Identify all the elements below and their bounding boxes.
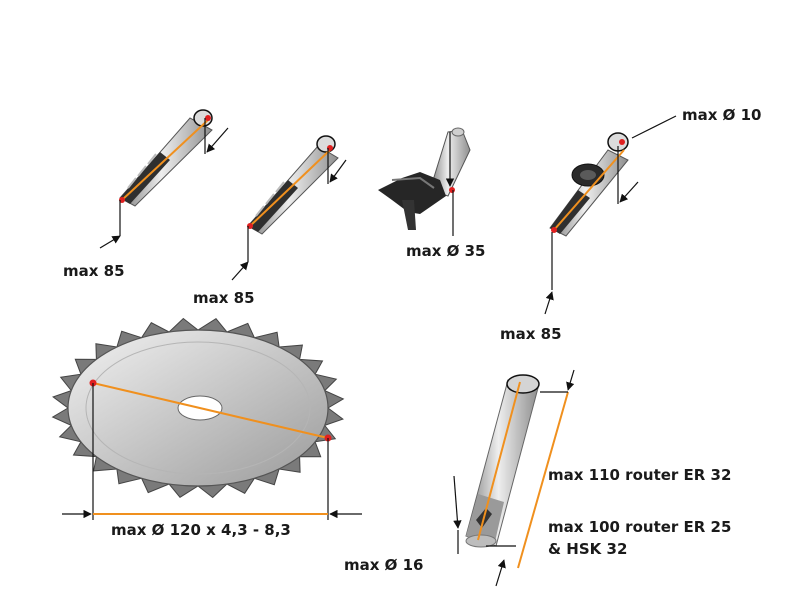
router-hsk32-label: & HSK 32 xyxy=(548,540,628,558)
drill-2-length-label: max 85 xyxy=(193,289,255,307)
drill-1-dimension xyxy=(99,115,229,249)
saw-blade-size-label: max Ø 120 x 4,3 - 8,3 xyxy=(111,521,291,539)
countersink-dimension xyxy=(544,115,677,315)
countersink-length-label: max 85 xyxy=(500,325,562,343)
drill-2-dimension xyxy=(231,145,347,281)
router-dimension xyxy=(453,369,575,587)
router-bit-icon xyxy=(465,374,540,548)
hinge-diameter-label: max Ø 35 xyxy=(406,242,486,260)
drill-1-length-label: max 85 xyxy=(63,262,125,280)
router-diameter-label: max Ø 16 xyxy=(344,556,424,574)
router-er32-label: max 110 router ER 32 xyxy=(548,466,732,484)
hinge-bit-icon xyxy=(378,127,471,230)
countersink-diameter-label: max Ø 10 xyxy=(682,106,762,124)
router-er25-label: max 100 router ER 25 xyxy=(548,518,732,536)
saw-dimension xyxy=(62,379,362,520)
hinge-dimension xyxy=(445,132,455,236)
